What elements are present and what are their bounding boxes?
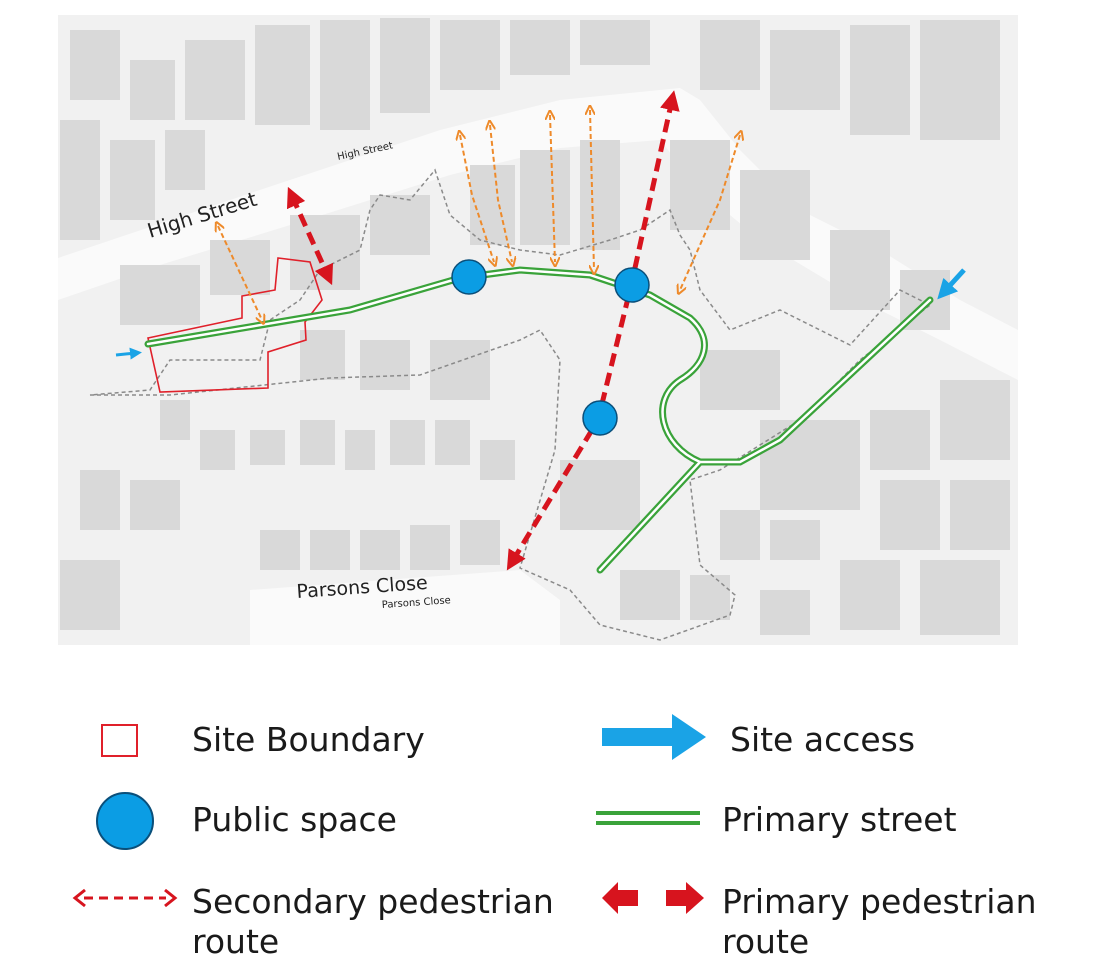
legend-public-space-label: Public space bbox=[192, 800, 397, 839]
primary-pedestrian-swatch bbox=[602, 882, 704, 914]
secondary-pedestrian-swatch bbox=[72, 888, 178, 908]
legend-primary-street-label: Primary street bbox=[722, 800, 957, 839]
secondary-pedestrian-routes bbox=[218, 110, 740, 320]
public-spaces bbox=[451, 259, 650, 436]
site-access-arrow-west bbox=[115, 347, 142, 360]
parsons-close-road bbox=[250, 570, 560, 645]
parsons-close-small-label: Parsons Close bbox=[381, 595, 451, 611]
public-space-marker bbox=[451, 259, 487, 295]
site-access-arrow-east bbox=[937, 268, 966, 300]
primary-street-swatch bbox=[596, 811, 700, 825]
primary-pedestrian-route-2 bbox=[506, 90, 680, 571]
public-space-marker bbox=[614, 267, 650, 303]
primary-pedestrian-routes bbox=[286, 90, 680, 571]
site-access-arrows bbox=[115, 268, 966, 360]
map-legend: Site Boundary Site access Public space P… bbox=[0, 690, 1110, 961]
legend-site-access-label: Site access bbox=[730, 720, 916, 759]
primary-pedestrian-route-1 bbox=[286, 186, 334, 286]
site-boundary-swatch bbox=[101, 724, 138, 757]
site-plan-map: High Street High Street Parsons Close Pa… bbox=[58, 15, 1018, 645]
public-space-icon bbox=[96, 792, 154, 850]
site-access-icon bbox=[602, 714, 706, 760]
legend-primary-pedestrian-label: Primary pedestrian route bbox=[722, 882, 1037, 961]
legend-site-boundary-label: Site Boundary bbox=[192, 720, 425, 759]
public-space-marker bbox=[582, 400, 618, 436]
legend-secondary-pedestrian-label: Secondary pedestrian route bbox=[192, 882, 554, 961]
